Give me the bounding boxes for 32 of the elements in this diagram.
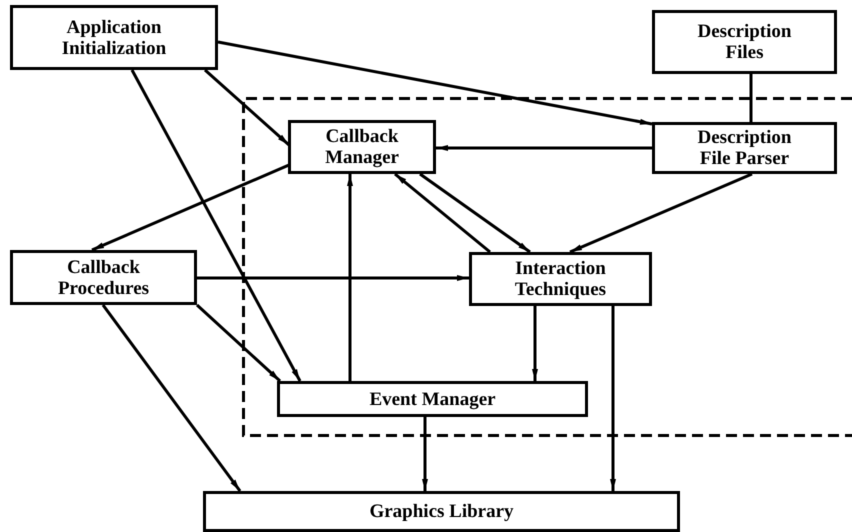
arrow — [532, 306, 538, 381]
node-label: Interaction Techniques — [514, 258, 608, 300]
process-box — [10, 5, 218, 70]
arrow — [196, 304, 282, 382]
node-label: Description File Parser — [696, 127, 792, 169]
node-label: Event Manager — [369, 388, 496, 410]
library-box — [203, 491, 680, 532]
arrow — [197, 275, 469, 281]
node-label: Description Files — [696, 21, 792, 63]
process-box — [288, 120, 436, 174]
arrow — [569, 172, 753, 254]
file-box — [652, 10, 837, 74]
arrow — [347, 174, 353, 381]
process-box — [469, 252, 652, 306]
process-box — [652, 122, 837, 174]
node-label: Callback Procedures — [56, 256, 150, 298]
node-label: Application Initialization — [60, 16, 168, 58]
arrow — [130, 69, 302, 382]
arrow — [422, 417, 428, 491]
arrow — [419, 172, 531, 254]
arrow — [204, 68, 290, 146]
node-label: Graphics Library — [369, 501, 514, 522]
arrow — [218, 40, 652, 126]
process-box — [10, 250, 197, 305]
node-label: Callback Manager — [324, 126, 400, 168]
arrow — [610, 306, 616, 491]
arrow — [102, 304, 242, 492]
arrow — [394, 172, 491, 254]
connector-line — [750, 74, 752, 122]
arrow — [91, 164, 290, 252]
process-box — [277, 381, 588, 417]
arrow — [436, 145, 652, 151]
